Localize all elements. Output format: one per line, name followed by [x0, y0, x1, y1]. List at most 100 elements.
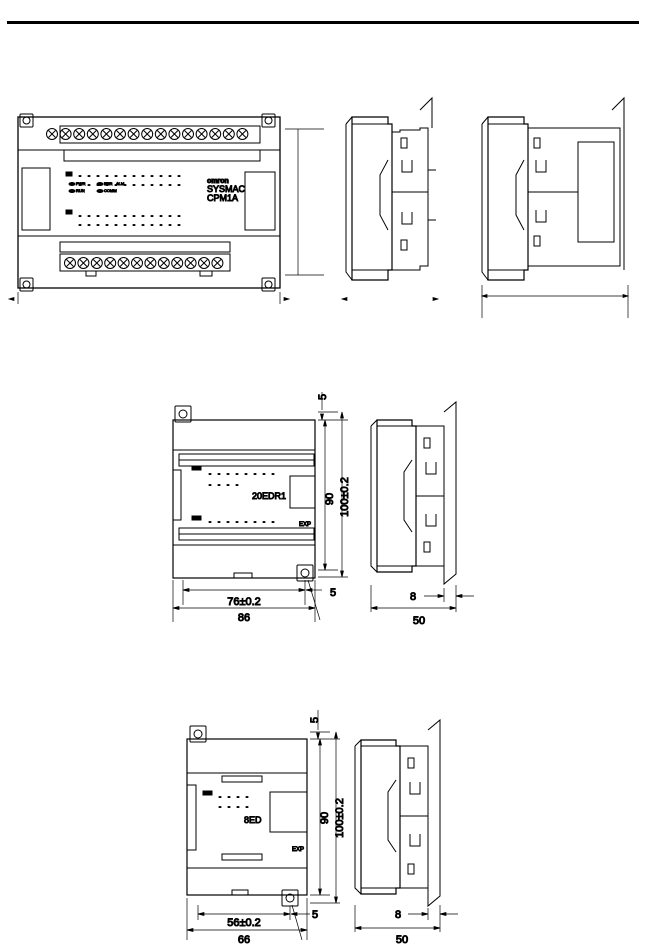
terminal-screw: [127, 128, 140, 140]
led-indicator: [105, 215, 109, 217]
terminal-screw: [168, 128, 181, 140]
led-indicator: [226, 484, 230, 486]
led-indicator: [244, 473, 248, 475]
dim-side-offset-20edr1: 8: [410, 591, 416, 603]
indicator-pwr: PWR: [76, 181, 85, 186]
led-indicator: [177, 175, 181, 177]
dim-width-8ed: 66: [238, 934, 250, 946]
led-indicator: [168, 175, 172, 177]
dim-depth-20edr1: 50: [413, 615, 425, 627]
led-indicator: [236, 796, 240, 798]
led-indicator: [141, 215, 145, 217]
exp-label-8ed: EXP: [292, 847, 304, 853]
led-indicator: [123, 175, 127, 177]
series-label: SYSMAC: [207, 184, 246, 194]
led-indicator: [271, 521, 275, 523]
side-8ed-dimensions: [354, 905, 458, 932]
terminal-screw: [182, 128, 194, 140]
led-indicator: [208, 484, 212, 486]
terminal-screw: [131, 257, 143, 269]
dim-depth-8ed: 50: [396, 934, 408, 946]
led-indicator: [262, 473, 266, 475]
led-indicator: [168, 224, 172, 226]
led-indicator: [217, 521, 221, 523]
terminal-screw: [64, 257, 76, 269]
led-indicator: [114, 224, 118, 226]
led-indicator: [141, 224, 145, 226]
led-indicator: [87, 175, 91, 177]
led-indicator: [208, 521, 212, 523]
terminal-screw: [114, 128, 126, 140]
led-indicator: [236, 806, 240, 808]
led-indicator: [227, 806, 231, 808]
terminal-screw: [222, 128, 235, 140]
led-indicator: [177, 215, 181, 217]
dim-top-margin-20edr1: 5: [317, 394, 329, 400]
terminal-screw: [86, 128, 99, 140]
led-indicator: [271, 473, 275, 475]
led-indicator: [253, 473, 257, 475]
led-indicator: [262, 521, 266, 523]
led-indicator: [78, 215, 82, 217]
model-label-20edr1: 20EDR1: [252, 491, 286, 501]
dim-inner-height-8ed: 90: [319, 812, 331, 824]
led-indicator: [235, 521, 239, 523]
dim-side-offset-8ed: 8: [395, 909, 401, 921]
led-indicator: [150, 224, 154, 226]
expansion-8ed-front-view: [186, 725, 308, 907]
led-indicator: [78, 184, 82, 186]
expansion-20edr1-side-view: [370, 400, 457, 586]
dim-outer-height-8ed: 100±0.2: [334, 798, 346, 838]
bottom-terminal-row: [64, 257, 224, 269]
led-indicator: [123, 224, 127, 226]
expansion-8ed-dimensions: [186, 710, 340, 941]
led-indicator: [132, 224, 136, 226]
led-indicator: [218, 806, 222, 808]
terminal-screw: [46, 128, 58, 140]
led-indicator: [244, 521, 248, 523]
dim-top-margin-8ed: 5: [309, 717, 321, 723]
cpu-dimension-lines: [7, 128, 440, 304]
led-indicator: [141, 184, 145, 186]
led-indicator: [105, 184, 109, 186]
model-label: CPM1A: [207, 193, 238, 203]
led-indicator: [150, 215, 154, 217]
led-indicator: [150, 175, 154, 177]
expansion-8ed-side-view: [354, 718, 441, 908]
led-indicator: [105, 224, 109, 226]
led-indicator: [208, 473, 212, 475]
led-indicator: [235, 473, 239, 475]
cpu-unit-side-view-2: [481, 96, 625, 281]
terminal-screw: [100, 128, 113, 140]
led-indicator: [87, 215, 91, 217]
expansion-20edr1-dimensions: [172, 392, 348, 622]
exp-label-20edr1: EXP: [299, 522, 311, 528]
cpu-unit-front-view: [17, 113, 281, 292]
dim-corner-20edr1: 5: [330, 587, 336, 599]
terminal-screw: [73, 128, 86, 140]
led-indicator: [253, 521, 257, 523]
expansion-8ed-leds: [218, 796, 249, 808]
terminal-screw: [144, 257, 157, 269]
terminal-screw: [59, 128, 72, 140]
led-indicator: [159, 184, 163, 186]
dim-hole-pitch-20edr1: 76±0.2: [227, 596, 261, 608]
expansion-20edr1-leds: [208, 473, 275, 523]
indicator-run: RUN: [76, 188, 85, 193]
indicator-err: ERR: [104, 181, 113, 186]
dim-width-20edr1: 86: [238, 612, 250, 624]
led-indicator: [96, 215, 100, 217]
model-label-8ed: 8ED: [244, 815, 262, 825]
led-indicator: [227, 796, 231, 798]
dim-corner-8ed: 5: [312, 909, 318, 921]
terminal-screw: [209, 128, 222, 140]
led-indicator: [217, 473, 221, 475]
led-indicator: [132, 215, 136, 217]
terminal-screw: [90, 257, 103, 269]
indicator-alm: ALM: [116, 181, 124, 186]
led-indicator: [114, 215, 118, 217]
led-indicator: [96, 175, 100, 177]
led-indicator: [132, 175, 136, 177]
led-indicator: [132, 184, 136, 186]
